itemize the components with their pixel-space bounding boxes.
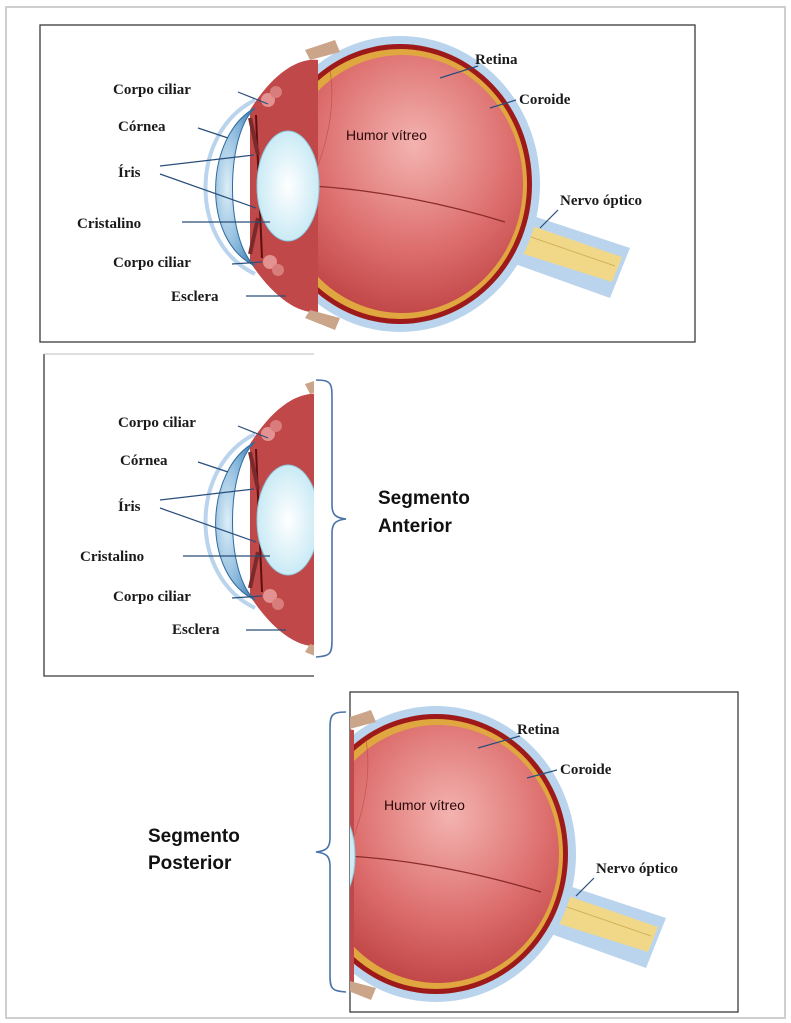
label-humor-vitreo: Humor vítreo — [384, 797, 465, 813]
label-iris: Íris — [118, 164, 141, 181]
label-retina: Retina — [517, 722, 560, 738]
label-corpo-ciliar-bottom: Corpo ciliar — [113, 255, 191, 271]
label-iris: Íris — [118, 498, 141, 515]
label-cornea: Córnea — [120, 453, 168, 469]
label-cristalino: Cristalino — [77, 216, 141, 232]
label-corpo-ciliar-bottom: Corpo ciliar — [113, 589, 191, 605]
label-coroide: Coroide — [519, 92, 571, 108]
panel-full-eye: Humor vítreo Corpo ciliar Córnea Íris Cr… — [40, 25, 695, 342]
label-retina: Retina — [475, 52, 518, 68]
label-nervo-optico: Nervo óptico — [560, 193, 642, 209]
label-cornea: Córnea — [118, 119, 166, 135]
panel-posterior-segment: Humor vítreo Retina Coroide Nervo óptico… — [148, 692, 738, 1012]
brace-anterior — [316, 380, 346, 657]
panel-anterior-segment: Corpo ciliar Córnea Íris Cristalino Corp… — [44, 354, 630, 676]
segment-anterior-title-line2: Anterior — [378, 516, 453, 537]
segment-anterior-title-line1: Segmento — [378, 488, 470, 509]
label-humor-vitreo: Humor vítreo — [346, 127, 427, 143]
label-corpo-ciliar-top: Corpo ciliar — [113, 82, 191, 98]
label-coroide: Coroide — [560, 762, 612, 778]
label-cristalino: Cristalino — [80, 549, 144, 565]
label-esclera: Esclera — [172, 622, 220, 638]
segment-posterior-title-line1: Segmento — [148, 826, 240, 847]
label-esclera: Esclera — [171, 289, 219, 305]
label-corpo-ciliar-top: Corpo ciliar — [118, 415, 196, 431]
label-nervo-optico: Nervo óptico — [596, 861, 678, 877]
brace-posterior — [316, 712, 346, 992]
segment-posterior-title-line2: Posterior — [148, 853, 232, 874]
